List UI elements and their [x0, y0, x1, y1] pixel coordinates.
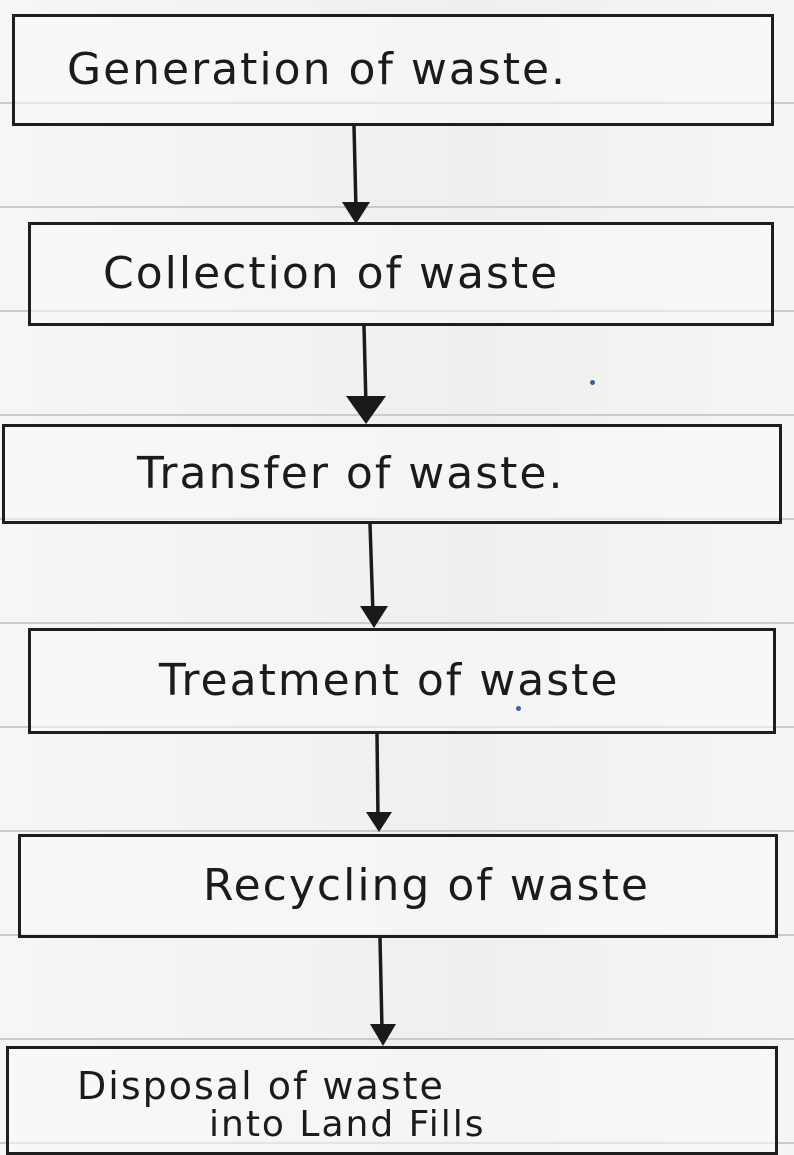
step-recycling-label: Recycling of waste — [203, 860, 650, 911]
arrow-5 — [370, 936, 396, 1046]
step-generation-label: Generation of waste. — [67, 44, 568, 95]
ink-spot — [516, 706, 521, 711]
step-generation-box: Generation of waste. — [12, 14, 774, 126]
step-treatment-box: Treatment of waste — [28, 628, 776, 734]
step-disposal-sublabel: into Land Fills — [209, 1104, 486, 1145]
step-treatment-label: Treatment of waste — [159, 655, 620, 706]
ink-spot — [590, 380, 595, 385]
step-disposal-label: Disposal of waste — [77, 1064, 445, 1108]
step-collection-box: Collection of waste — [28, 222, 774, 326]
arrow-1 — [342, 124, 370, 224]
step-transfer-box: Transfer of waste. — [2, 424, 782, 524]
step-disposal-box: Disposal of waste into Land Fills — [6, 1046, 778, 1155]
step-transfer-label: Transfer of waste. — [137, 448, 565, 499]
arrow-3 — [360, 522, 388, 628]
step-collection-label: Collection of waste — [103, 248, 560, 299]
arrow-2 — [346, 324, 386, 424]
arrow-4 — [366, 732, 392, 832]
step-recycling-box: Recycling of waste — [18, 834, 778, 938]
